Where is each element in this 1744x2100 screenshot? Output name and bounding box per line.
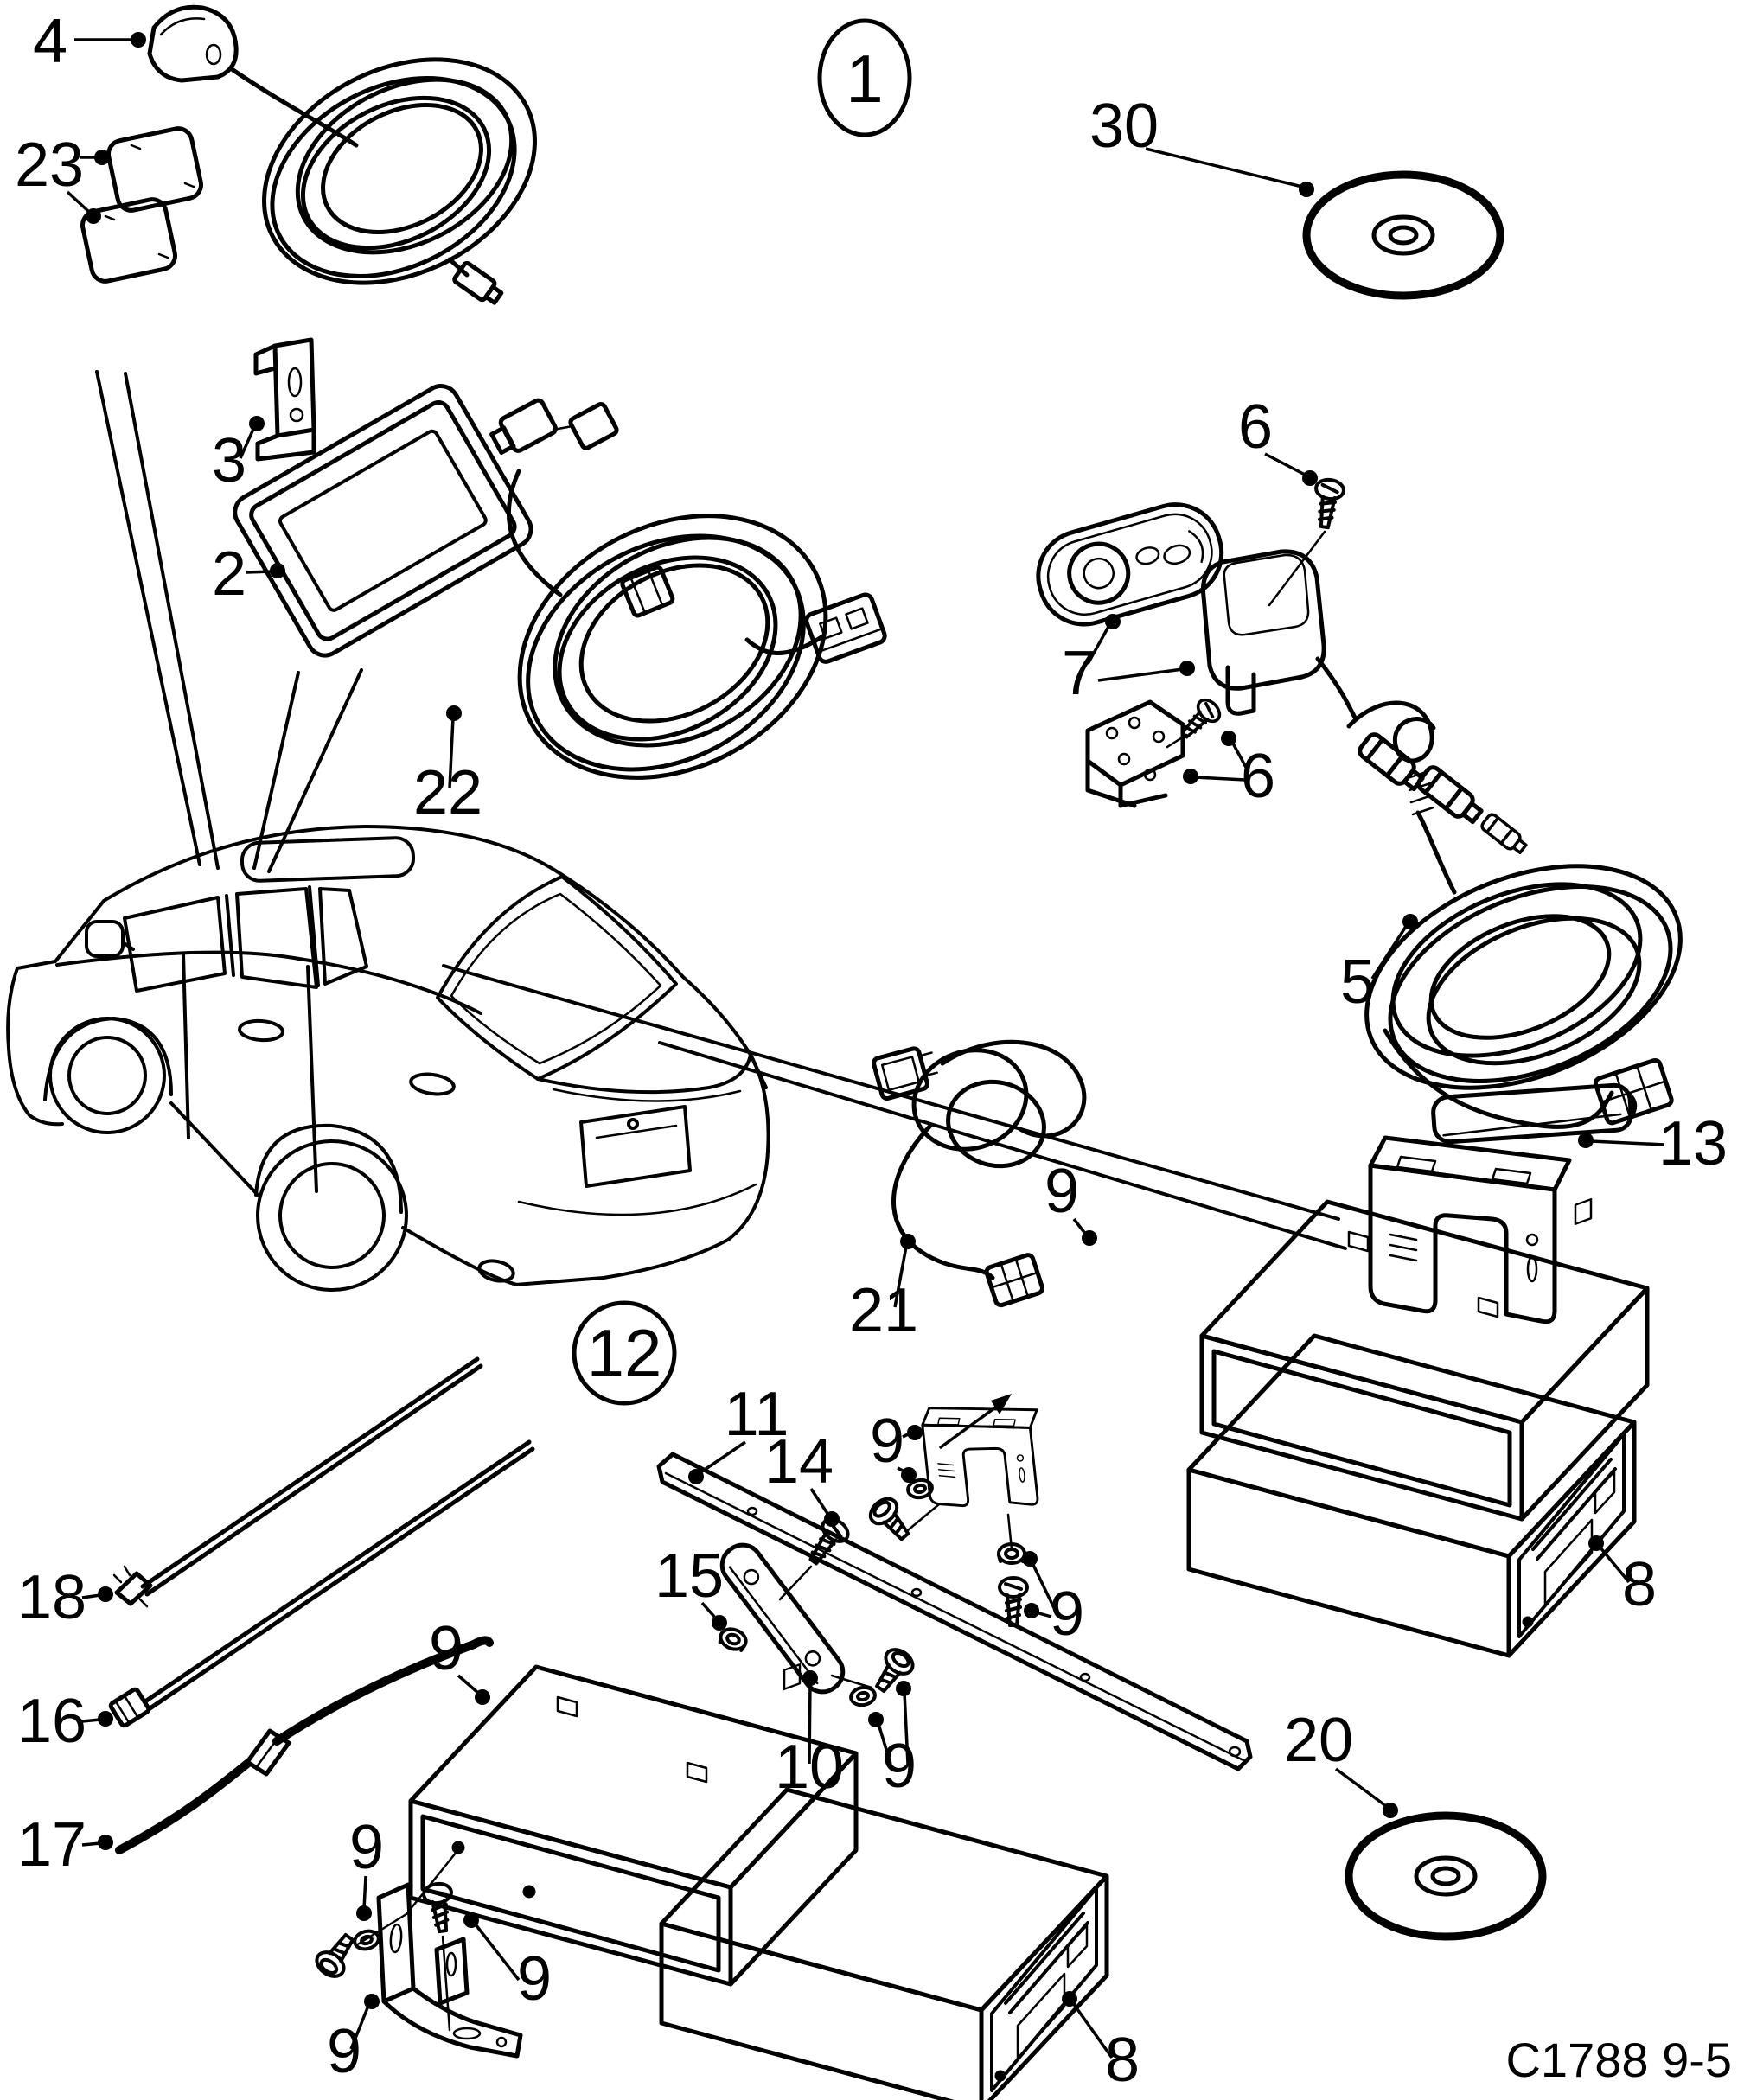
location-pointer-lines	[95, 370, 1347, 1250]
connection-cable-part	[872, 1039, 1087, 1308]
center-bracket-part	[919, 1394, 1048, 1516]
map-disc-20-part	[1349, 1816, 1543, 1937]
cable-tie-17	[115, 1636, 494, 1854]
callout-9-right[interactable]: 9	[1050, 1580, 1084, 1649]
callout-3[interactable]: 3	[212, 426, 246, 495]
assembly-ref-12[interactable]: 12	[572, 1300, 677, 1406]
callout-11[interactable]: 11	[725, 1380, 789, 1449]
callout-13[interactable]: 13	[1658, 1109, 1728, 1178]
callout-7[interactable]: 7	[1062, 639, 1096, 708]
car-illustration	[6, 825, 770, 1292]
cd-navigator-right	[1189, 1336, 1634, 1656]
callout-2[interactable]: 2	[212, 539, 246, 609]
callout-8-bottom[interactable]: 8	[1105, 2026, 1140, 2095]
center-fasteners	[830, 1476, 1029, 1709]
bracket-plate-part	[719, 1542, 846, 1695]
l-bracket-part	[376, 1882, 523, 2059]
map-disc-30-part	[1306, 175, 1500, 296]
assembly-12-label[interactable]: 12	[587, 1315, 662, 1391]
callout-4[interactable]: 4	[33, 7, 67, 76]
mounting-bracket-part	[1370, 1138, 1569, 1322]
cd-navigator-bottom	[661, 1790, 1107, 2100]
callout-14[interactable]: 14	[764, 1427, 834, 1497]
callout-21[interactable]: 21	[849, 1276, 918, 1345]
callout-8-right[interactable]: 8	[1622, 1550, 1657, 1619]
lower-left-fasteners	[310, 1850, 458, 2032]
harness-coil-part	[1346, 700, 1683, 1129]
callout-9-screw[interactable]: 9	[517, 1944, 552, 2014]
assembly-1-label[interactable]: 1	[846, 41, 883, 117]
screw-14-part	[778, 1512, 854, 1601]
callout-20[interactable]: 20	[1284, 1706, 1353, 1775]
nav-unit-cage-right	[1202, 1199, 1647, 1519]
callout-10[interactable]: 10	[775, 1733, 844, 1802]
callout-6-top[interactable]: 6	[1238, 393, 1273, 462]
callout-9-center-top[interactable]: 9	[870, 1407, 904, 1476]
callout-6-bottom[interactable]: 6	[1241, 742, 1275, 811]
leader-lines	[66, 32, 1665, 2059]
screw-6-top-part	[1268, 476, 1347, 607]
display-cable-part	[489, 398, 887, 780]
callout-labels: 4 23 3 2 30 6 7 6 22 5 13 21 9 11 14 9 1…	[15, 7, 1728, 2095]
callout-9-unit-left[interactable]: 9	[429, 1614, 463, 1683]
callout-9-bolt[interactable]: 9	[327, 2017, 361, 2086]
callout-22[interactable]: 22	[413, 758, 482, 827]
remote-holder-part	[1200, 549, 1358, 722]
gps-antenna-part	[147, 4, 537, 305]
rail-part	[656, 1452, 1253, 1771]
cable-tie-18	[112, 1356, 483, 1608]
assembly-ref-1[interactable]: 1	[817, 18, 912, 137]
figure-caption: C1788 9-5	[1505, 2033, 1732, 2087]
callout-23[interactable]: 23	[15, 131, 84, 200]
adhesive-pads-part	[80, 126, 203, 284]
remote-bracket-part	[1085, 694, 1225, 808]
callout-17[interactable]: 17	[17, 1810, 86, 1880]
callout-9-unit-right[interactable]: 9	[1044, 1157, 1079, 1226]
remote-control-part	[1036, 502, 1224, 627]
callout-30[interactable]: 30	[1089, 92, 1159, 161]
display-screen-part	[233, 384, 533, 658]
callout-9-center-bottom[interactable]: 9	[882, 1732, 917, 1801]
nav-unit-cage-left	[411, 1664, 856, 1984]
callout-5[interactable]: 5	[1340, 948, 1375, 1017]
callout-9-washer[interactable]: 9	[349, 1813, 384, 1882]
callout-18[interactable]: 18	[17, 1563, 86, 1632]
sleeve-13-part	[1431, 1082, 1638, 1145]
cable-tie-16	[108, 1439, 535, 1728]
callout-16[interactable]: 16	[17, 1687, 86, 1756]
display-bracket-part	[253, 337, 316, 462]
callout-15[interactable]: 15	[655, 1541, 724, 1611]
